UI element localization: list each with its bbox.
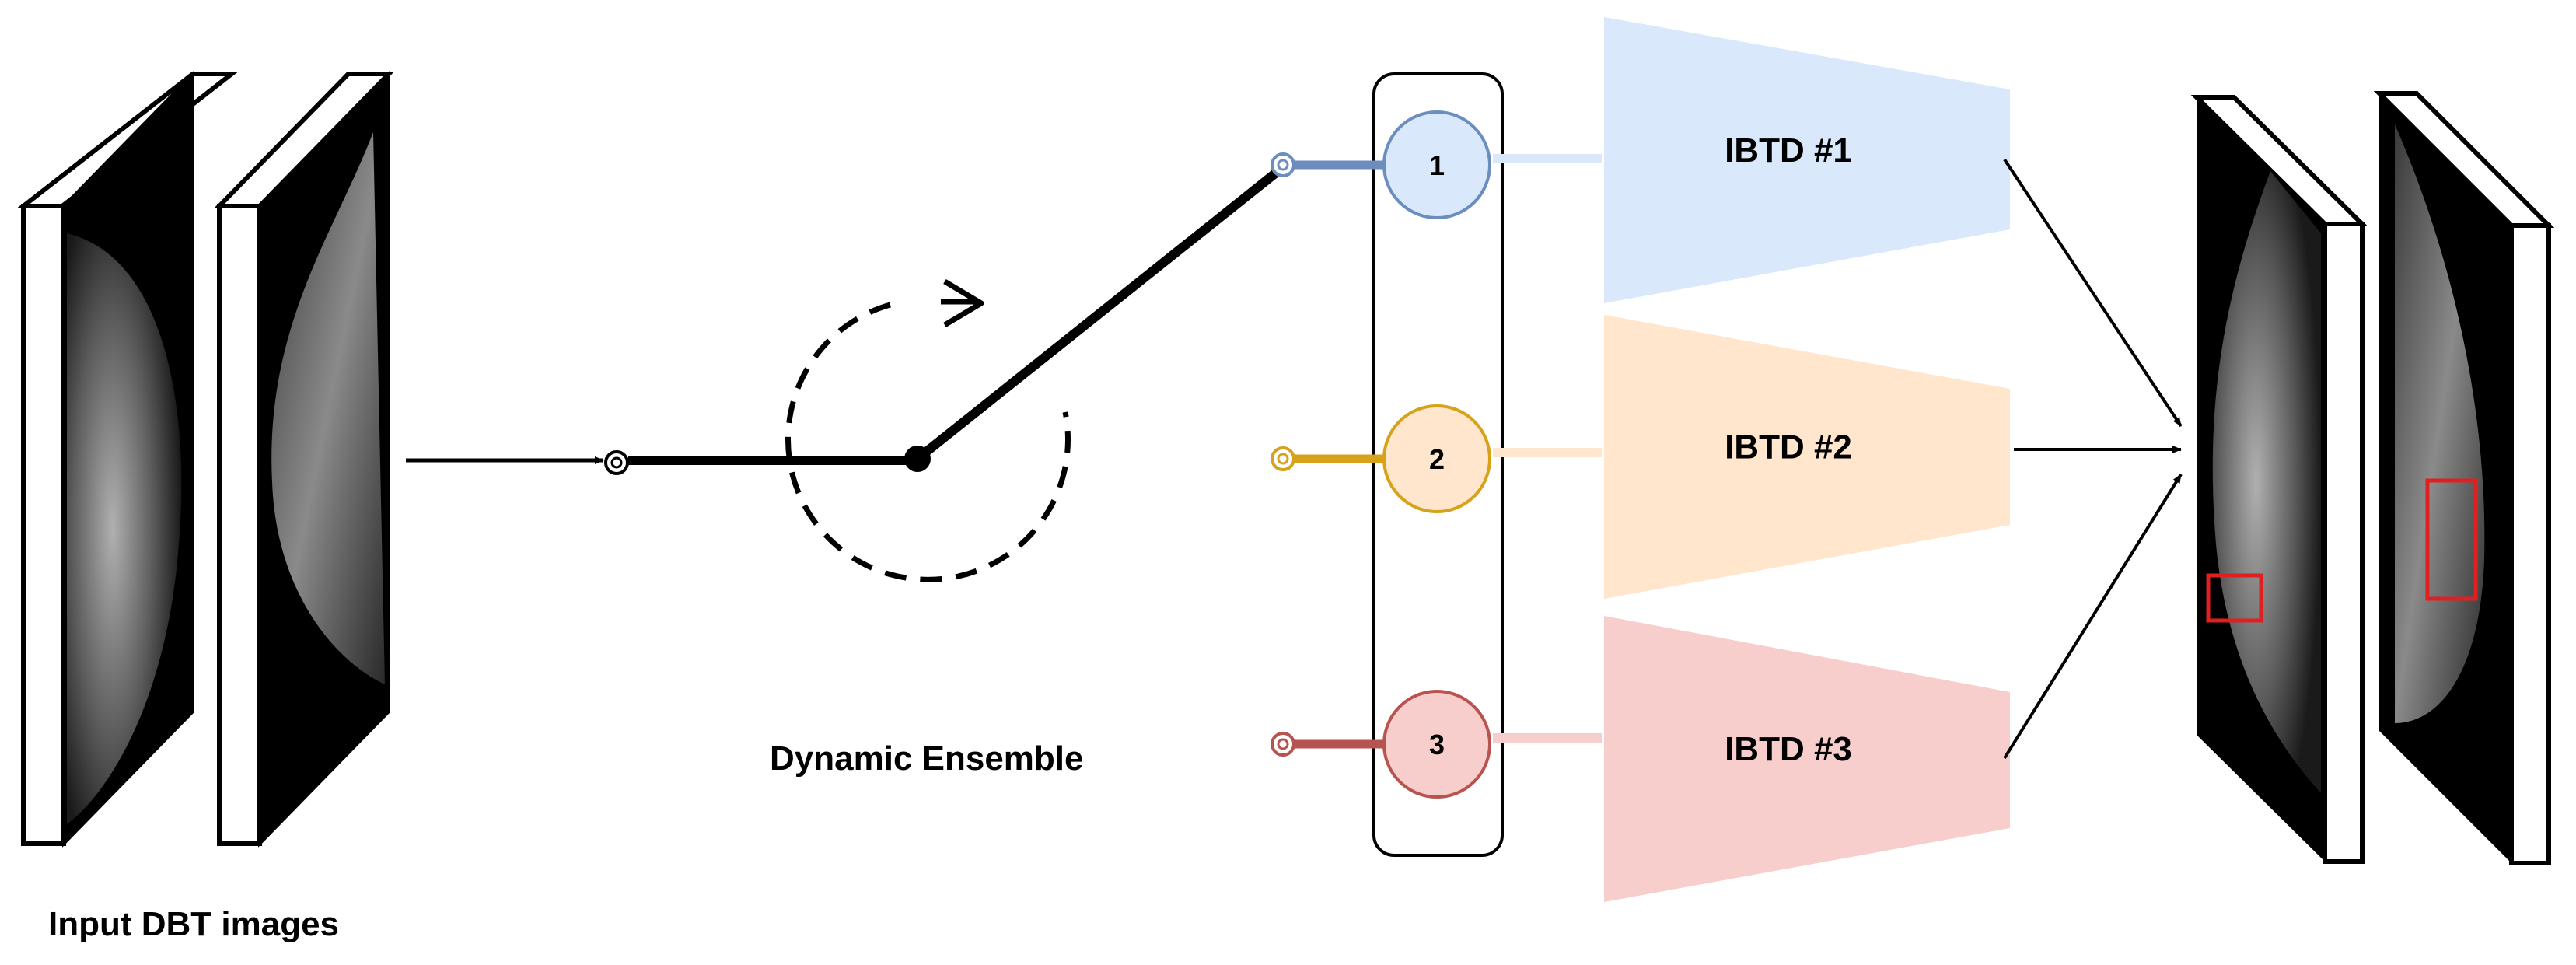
detector-name-1: IBTD #1 (1725, 131, 1852, 170)
rotation-arrow-icon (785, 278, 1071, 582)
input-label: Input DBT images (48, 905, 339, 943)
input-dbt-images (16, 70, 395, 848)
switch-terminal-core (1277, 453, 1289, 465)
detector-block-2 (1604, 315, 2010, 599)
detector-block-1 (1604, 17, 2010, 303)
switch-lever (914, 163, 1286, 463)
breast-tissue-image (2212, 171, 2321, 793)
output-arrow-1 (2003, 158, 2183, 428)
switch-terminal-core (1277, 738, 1289, 750)
detector-name-2: IBTD #2 (1725, 428, 1852, 467)
detector-block-3 (1604, 616, 2010, 902)
detector-row-3: IBTD #3 3 (1271, 616, 2010, 902)
detector-node-1 (1382, 110, 1491, 219)
breast-tissue-image (271, 132, 385, 684)
breast-tissue-image (2395, 124, 2485, 723)
ensemble-switch (604, 163, 1286, 582)
output-slab-1 (2190, 95, 2368, 864)
input-slab-1 (16, 70, 239, 848)
detection-box (2206, 573, 2263, 623)
switch-terminal-core (1277, 159, 1289, 171)
detector-index-2: 2 (1429, 443, 1445, 475)
detection-box (2425, 478, 2478, 601)
output-slab-2 (2373, 91, 2555, 865)
detector-node-2 (1382, 404, 1491, 513)
ensemble-label: Dynamic Ensemble (770, 739, 1084, 778)
detector-node-3 (1382, 690, 1491, 799)
detector-row-2: IBTD #2 2 (1271, 315, 2010, 599)
detector-index-1: 1 (1429, 149, 1445, 181)
output-images (2003, 91, 2555, 865)
input-slab-2 (213, 70, 395, 848)
detector-name-3: IBTD #3 (1725, 730, 1852, 768)
output-arrow-3 (2003, 473, 2183, 760)
breast-tissue-image (67, 233, 182, 824)
detector-index-3: 3 (1429, 729, 1445, 760)
detector-row-1: IBTD #1 1 (1271, 17, 2010, 303)
